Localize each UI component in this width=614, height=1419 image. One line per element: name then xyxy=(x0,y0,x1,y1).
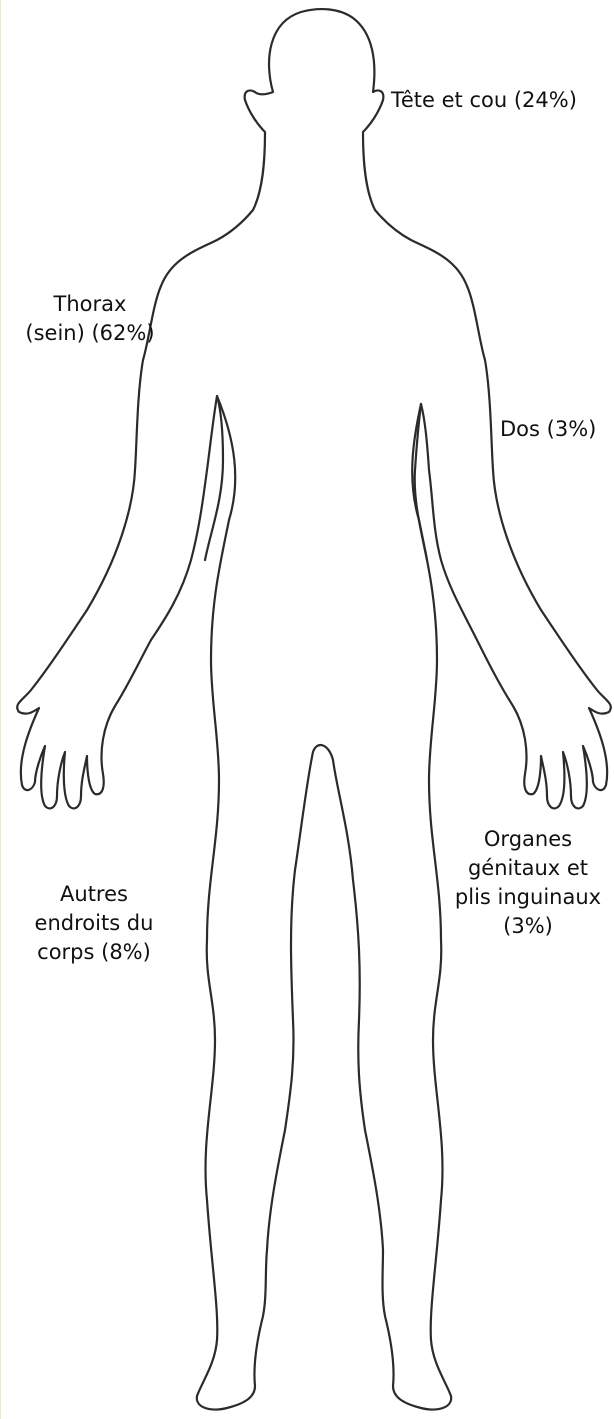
label-head-neck-line: Tête et cou (24%) xyxy=(391,86,577,115)
label-other-sites: Autres endroits du corps (8%) xyxy=(19,880,169,967)
label-genital-line-3: plis inguinaux xyxy=(441,883,614,912)
label-other-line-1: Autres xyxy=(19,880,169,909)
label-other-line-3: corps (8%) xyxy=(19,938,169,967)
label-back-line: Dos (3%) xyxy=(500,415,596,444)
label-genital-line-2: génitaux et xyxy=(441,854,614,883)
label-thorax: Thorax (sein) (62%) xyxy=(15,290,165,348)
label-thorax-line-1: Thorax xyxy=(15,290,165,319)
label-genital-inguinal: Organes génitaux et plis inguinaux (3%) xyxy=(441,825,614,941)
label-head-neck: Tête et cou (24%) xyxy=(391,86,577,115)
label-genital-line-1: Organes xyxy=(441,825,614,854)
label-genital-line-4: (3%) xyxy=(441,912,614,941)
label-other-line-2: endroits du xyxy=(19,909,169,938)
head-outline xyxy=(17,9,611,1409)
label-back: Dos (3%) xyxy=(500,415,596,444)
label-thorax-line-2: (sein) (62%) xyxy=(15,319,165,348)
